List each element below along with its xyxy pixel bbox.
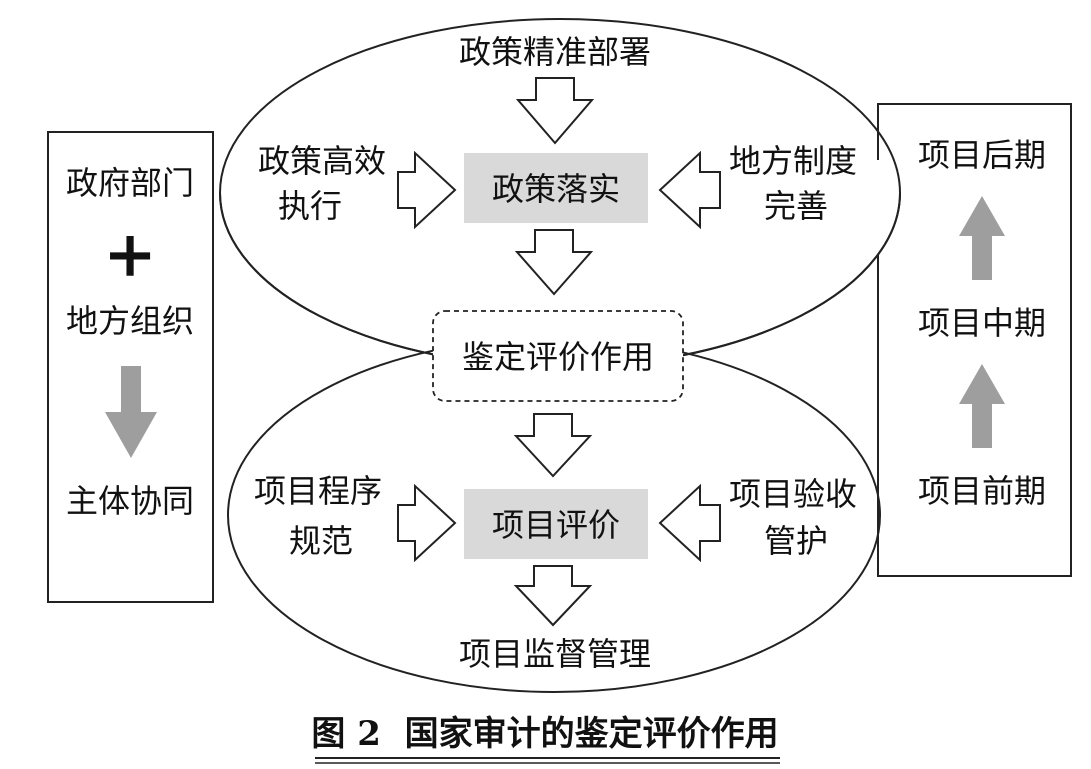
- arrow-right-top: [397, 150, 457, 230]
- gray-up-arrow-icon-upper: [959, 196, 1005, 280]
- bottom-center-label: 项目评价: [492, 506, 620, 544]
- top-left-label-2: 执行: [278, 187, 342, 225]
- bottom-output-label: 项目监督管理: [459, 635, 651, 673]
- right-panel-box: [877, 103, 1072, 577]
- left-item-collaboration: 主体协同: [66, 482, 194, 520]
- left-item-government: 政府部门: [66, 164, 194, 202]
- gray-down-arrow-icon: [105, 366, 157, 458]
- top-right-label-2: 完善: [764, 187, 828, 225]
- top-input-label: 政策精准部署: [459, 33, 651, 71]
- bottom-left-label-2: 规范: [289, 522, 353, 560]
- arrow-right-bottom: [397, 483, 457, 563]
- gray-up-arrow-icon-lower: [959, 364, 1005, 448]
- arrow-down-bottom: [513, 565, 593, 627]
- arrow-down-top: [515, 77, 595, 145]
- left-item-local-org: 地方组织: [66, 302, 194, 340]
- arrow-left-bottom: [658, 483, 721, 563]
- middle-dashed-box: [432, 310, 684, 402]
- bottom-right-label-2: 管护: [764, 522, 828, 560]
- right-panel: [877, 103, 1072, 577]
- top-left-label-1: 政策高效: [258, 142, 386, 180]
- top-center-label: 政策落实: [492, 170, 620, 208]
- right-item-late: 项目后期: [918, 136, 1046, 174]
- bottom-left-label-1: 项目程序: [254, 472, 382, 510]
- right-item-mid: 项目中期: [918, 304, 1046, 342]
- top-right-label-1: 地方制度: [729, 142, 857, 180]
- arrow-down-center: [514, 229, 594, 296]
- right-item-early: 项目前期: [918, 472, 1046, 510]
- arrow-down-middle: [513, 413, 593, 478]
- arrow-left-top: [658, 150, 721, 230]
- figure-caption: 图 2 国家审计的鉴定评价作用: [311, 714, 778, 754]
- middle-label: 鉴定评价作用: [462, 338, 654, 376]
- plus-icon: +: [103, 217, 157, 292]
- top-center-box: [464, 153, 648, 223]
- bottom-right-label-1: 项目验收: [729, 475, 857, 513]
- bottom-center-box: [464, 489, 648, 559]
